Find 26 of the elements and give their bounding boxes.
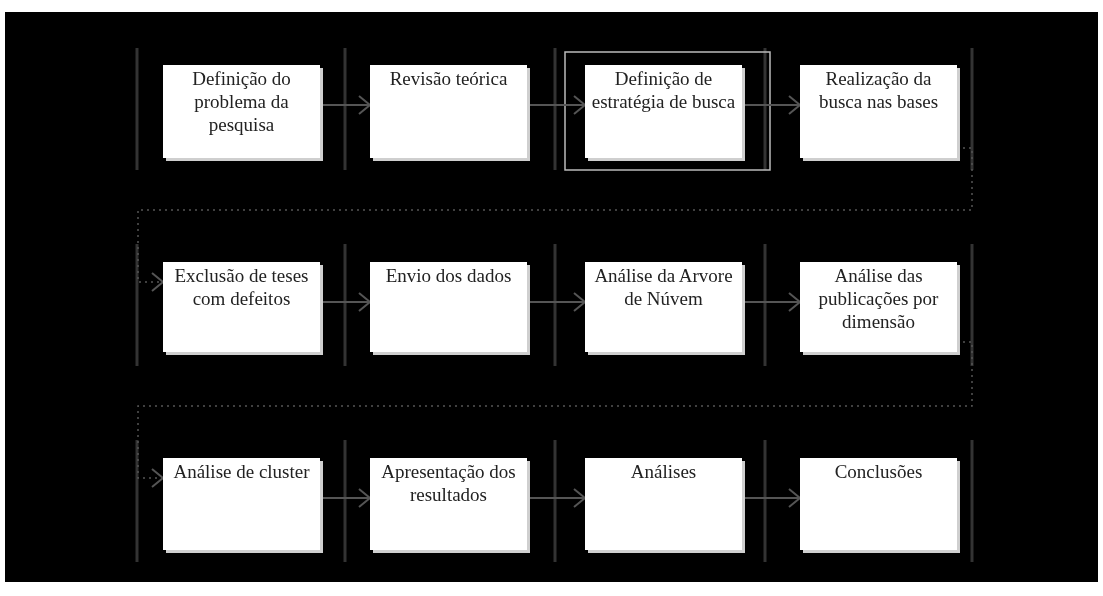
box-label: Realização da busca nas bases [817,67,940,113]
box-label: Exclusão de teses com defeitos [173,264,310,310]
box-label: Definição de estratégia de busca [590,67,737,113]
process-box [585,262,742,352]
arrow [137,147,973,292]
box-label: Apresentação dos resultados [380,460,517,506]
process-box [800,458,957,550]
arrow [137,341,973,488]
process-box [163,262,320,352]
process-box [163,458,320,550]
box-label: Definição do problema da pesquisa [191,67,292,136]
box-label: Análise da Arvore de Núvem [593,264,734,310]
process-box [585,65,742,158]
box-label: Revisão teórica [389,67,508,90]
process-box [370,65,527,158]
process-box [163,65,320,158]
process-box [800,65,957,158]
box-label: Análise de cluster [173,460,310,483]
process-box [370,458,527,550]
process-box [800,262,957,352]
process-box [585,458,742,550]
box-label: Envio dos dados [385,264,512,287]
process-box [370,262,527,352]
box-label: Conclusões [834,460,923,483]
box-label: Análise das publicações por dimensão [817,264,940,333]
box-label: Análises [630,460,697,483]
